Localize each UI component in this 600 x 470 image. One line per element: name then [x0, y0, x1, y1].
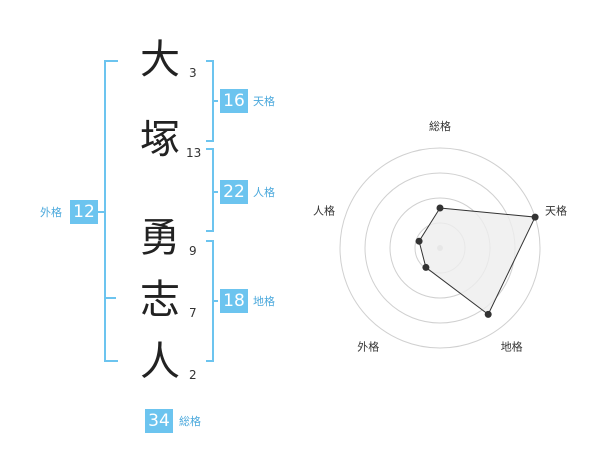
gaikaku-bracket — [104, 60, 118, 362]
radar-axis-label-1: 総格 — [429, 119, 451, 133]
soukaku-label: 総格 — [179, 415, 201, 428]
tenkaku-badge: 16 — [220, 89, 248, 113]
jinkaku-label: 人格 — [253, 186, 275, 199]
radar-axis-label-4: 外格 — [357, 340, 379, 354]
stroke-count-1: 3 — [189, 66, 197, 80]
gaikaku-badge: 12 — [70, 200, 98, 224]
name-char-3: 勇 — [140, 215, 180, 261]
name-char-2: 塚 — [140, 117, 180, 163]
stroke-count-3: 9 — [189, 244, 197, 258]
stroke-count-5: 2 — [189, 368, 197, 382]
chikaku-label: 地格 — [253, 295, 275, 308]
radar-ring — [339, 147, 541, 349]
radar-point-3 — [484, 310, 492, 318]
name-char-4: 志 — [140, 277, 180, 323]
gaikaku-label: 外格 — [40, 206, 62, 219]
radar-axis-label-2: 天格 — [545, 203, 567, 217]
tenkaku-label: 天格 — [253, 95, 275, 108]
name-char-1: 大 — [140, 37, 180, 83]
stroke-count-2: 13 — [186, 146, 202, 160]
chikaku-bracket-tick — [212, 300, 218, 302]
gaikaku-bracket-tick — [98, 211, 104, 213]
jinkaku-bracket-tick — [212, 191, 218, 193]
tenkaku-bracket-tick — [212, 100, 218, 102]
radar-polygon — [418, 207, 536, 316]
name-char-5: 人 — [140, 339, 180, 385]
radar-point-1 — [436, 204, 444, 212]
chikaku-badge: 18 — [220, 289, 248, 313]
radar-axis-label-5: 人格 — [313, 203, 335, 217]
jinkaku-bracket — [206, 148, 214, 232]
soukaku-badge: 34 — [145, 409, 173, 433]
radar-point-2 — [531, 213, 539, 221]
gaikaku-bracket-divider — [104, 297, 116, 299]
radar-point-5 — [415, 237, 423, 245]
stroke-count-4: 7 — [189, 306, 197, 320]
radar-point-4 — [422, 263, 430, 271]
radar-axis-label-3: 地格 — [501, 340, 523, 354]
jinkaku-badge: 22 — [220, 180, 248, 204]
